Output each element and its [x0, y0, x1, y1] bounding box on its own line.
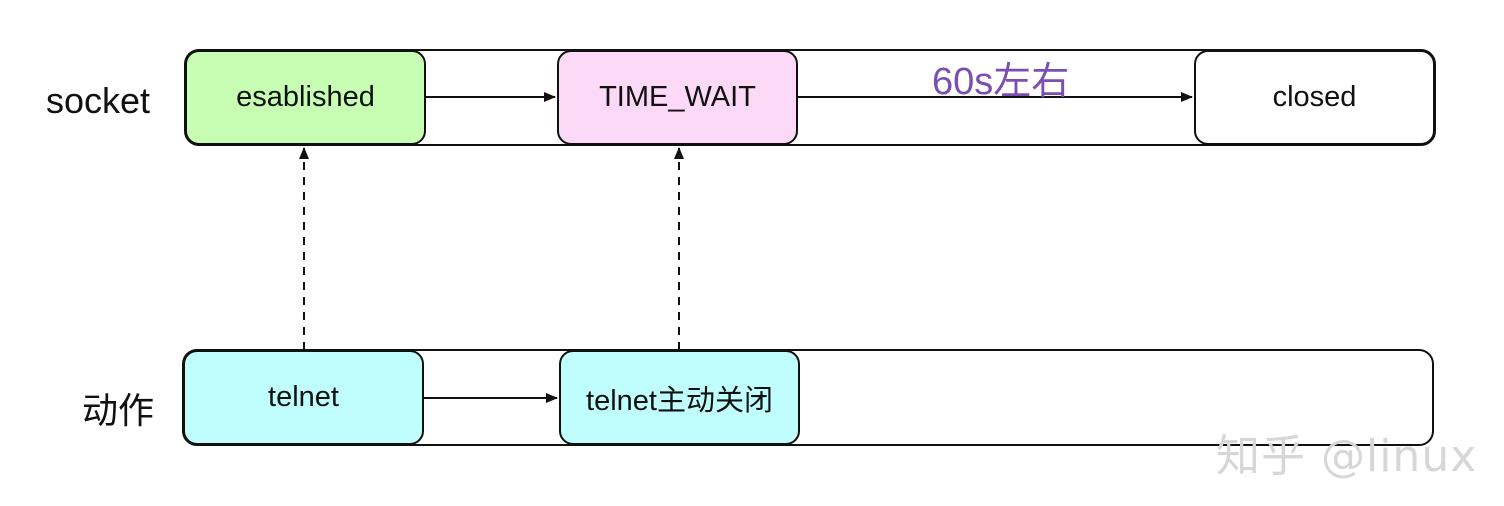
state-node-closed: closed: [1194, 50, 1435, 145]
timeout-annotation: 60s左右: [932, 61, 1070, 103]
action-node-telnet: telnet: [183, 350, 424, 445]
state-node-established: esablished: [185, 50, 426, 145]
state-node-time-wait: TIME_WAIT: [557, 50, 798, 145]
watermark-text: 知乎 @linux: [1216, 431, 1478, 482]
action-node-telnet-close: telnet主动关闭: [559, 350, 800, 445]
lane-label-socket: socket: [46, 80, 151, 121]
lane-label-action: 动作: [82, 390, 155, 431]
